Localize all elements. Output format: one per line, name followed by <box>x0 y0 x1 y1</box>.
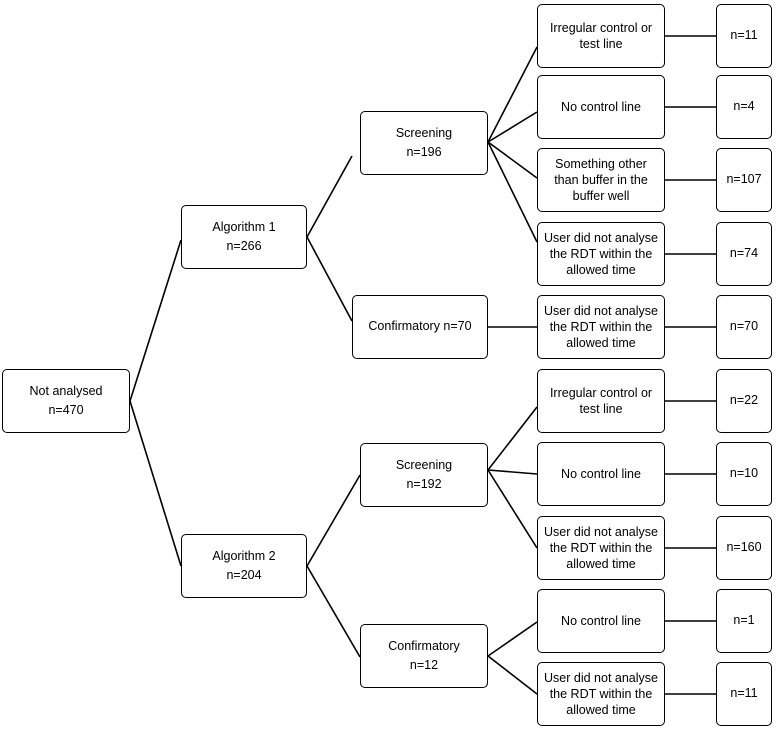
count-text: n=74 <box>729 246 759 261</box>
count-text: n=160 <box>726 540 762 555</box>
edge-a2s-r8 <box>487 469 538 549</box>
node-label: Algorithm 2 <box>212 548 276 563</box>
node-label: Algorithm 1 <box>212 219 276 234</box>
count-box-9: n=1 <box>716 589 772 653</box>
node-algorithm-2: Algorithm 2 n=204 <box>181 534 307 598</box>
node-count: n=12 <box>409 658 439 672</box>
node-count: n=204 <box>226 568 262 582</box>
edge-a2s-r6 <box>487 406 538 471</box>
edge-root-alg2 <box>129 400 182 567</box>
count-box-3: n=107 <box>716 148 772 212</box>
count-box-8: n=160 <box>716 516 772 580</box>
reason-box-4: User did not analyse the RDT within the … <box>537 222 665 286</box>
edge-a1s-r4 <box>487 141 538 243</box>
reason-text: No control line <box>561 613 641 628</box>
edge-alg2-confirmatory <box>306 565 361 658</box>
count-box-10: n=11 <box>716 662 772 726</box>
node-count: n=192 <box>406 477 442 491</box>
reason-box-2: No control line <box>537 75 665 139</box>
reason-box-10: User did not analyse the RDT within the … <box>537 662 665 726</box>
reason-box-3: Something other than buffer in the buffe… <box>537 148 665 212</box>
node-not-analysed: Not analysed n=470 <box>2 369 130 433</box>
count-text: n=107 <box>726 172 762 187</box>
edge-alg1-screening <box>306 155 353 238</box>
node-alg1-confirmatory: Confirmatory n=70 <box>352 295 488 359</box>
reason-text: User did not analyse the RDT within the … <box>544 230 658 278</box>
count-box-2: n=4 <box>716 75 772 139</box>
node-label: Screening <box>395 125 453 140</box>
reason-box-1: Irregular control or test line <box>537 4 665 68</box>
edge-a2s-r7 <box>487 469 538 475</box>
node-count: n=266 <box>226 239 262 253</box>
node-alg1-screening: Screening n=196 <box>360 111 488 175</box>
reason-text: Irregular control or test line <box>549 385 653 416</box>
reason-text: Something other than buffer in the buffe… <box>554 156 648 204</box>
reason-box-7: No control line <box>537 442 665 506</box>
node-label: Confirmatory n=70 <box>368 319 472 334</box>
edge-a1s-r2 <box>487 111 538 143</box>
count-text: n=11 <box>730 28 758 43</box>
count-text: n=4 <box>733 99 755 114</box>
reason-box-8: User did not analyse the RDT within the … <box>537 516 665 580</box>
reason-box-9: No control line <box>537 589 665 653</box>
count-text: n=10 <box>729 466 759 481</box>
node-label: Screening <box>395 457 453 472</box>
reason-text: User did not analyse the RDT within the … <box>544 524 658 572</box>
reason-text: Irregular control or test line <box>549 20 653 51</box>
edge-a1s-r3 <box>487 141 538 179</box>
reason-box-6: Irregular control or test line <box>537 369 665 433</box>
edge-root-alg1 <box>129 239 182 402</box>
node-count: n=196 <box>406 145 442 159</box>
node-count: n=470 <box>48 403 84 417</box>
count-box-1: n=11 <box>716 4 772 68</box>
node-alg2-confirmatory: Confirmatory n=12 <box>360 624 488 688</box>
node-label: Not analysed <box>29 383 103 398</box>
reason-text: User did not analyse the RDT within the … <box>544 303 658 351</box>
edge-alg2-screening <box>306 474 361 567</box>
edge-a1s-r1 <box>487 46 538 143</box>
edge-alg1-confirmatory <box>306 236 353 322</box>
reason-text: User did not analyse the RDT within the … <box>544 670 658 718</box>
edge-a2c-r9 <box>487 621 538 657</box>
count-box-5: n=70 <box>716 295 772 359</box>
count-box-6: n=22 <box>716 369 772 433</box>
count-box-4: n=74 <box>716 222 772 286</box>
count-text: n=1 <box>733 613 755 628</box>
edge-a2c-r10 <box>487 655 538 695</box>
reason-text: No control line <box>561 99 641 114</box>
count-text: n=11 <box>730 686 758 701</box>
count-text: n=70 <box>729 319 759 334</box>
node-label: Confirmatory <box>388 638 460 653</box>
node-algorithm-1: Algorithm 1 n=266 <box>181 205 307 269</box>
reason-box-5: User did not analyse the RDT within the … <box>537 295 665 359</box>
reason-text: No control line <box>561 466 641 481</box>
count-text: n=22 <box>729 393 759 408</box>
node-alg2-screening: Screening n=192 <box>360 443 488 507</box>
count-box-7: n=10 <box>716 442 772 506</box>
